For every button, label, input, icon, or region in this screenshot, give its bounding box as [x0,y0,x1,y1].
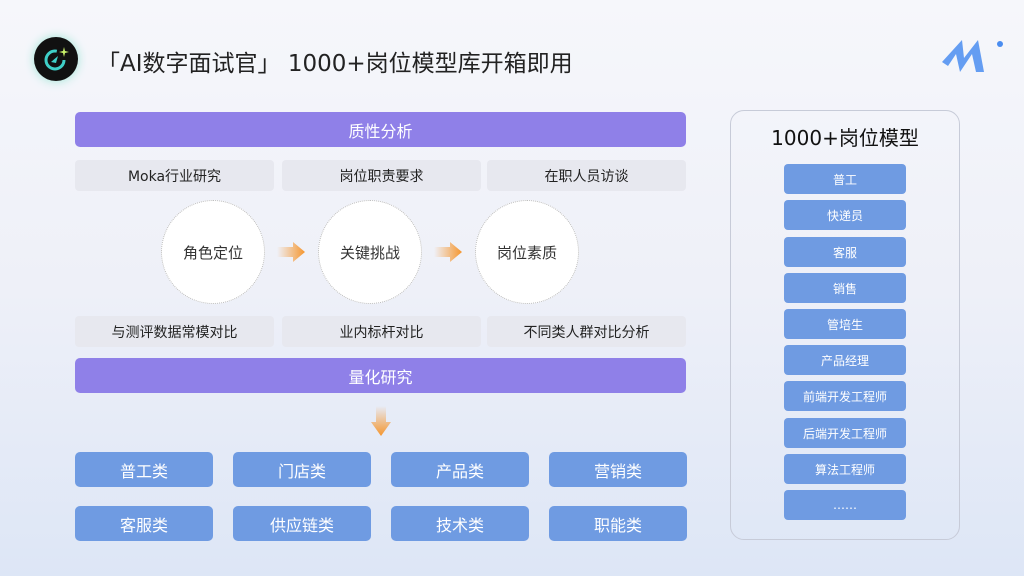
qualitative-analysis-bar: 质性分析 [75,112,686,147]
job-model-item: …… [784,490,906,520]
source-box: 岗位职责要求 [282,160,481,191]
job-model-item: 后端开发工程师 [784,418,906,448]
flow-step: 关键挑战 [318,200,422,304]
comparison-box: 业内标杆对比 [282,316,481,347]
category-button: 供应链类 [233,506,371,541]
category-button: 营销类 [549,452,687,487]
flow-step: 角色定位 [161,200,265,304]
job-model-item: 产品经理 [784,345,906,375]
moka-brand-logo-icon [938,32,1008,82]
panel-title: 1000+岗位模型 [771,126,919,150]
page-title: 「AI数字面试官」 1000+岗位模型库开箱即用 [97,51,573,77]
ai-interviewer-logo-icon [34,37,78,81]
job-model-item: 客服 [784,237,906,267]
source-box: 在职人员访谈 [487,160,686,191]
job-model-item: 普工 [784,164,906,194]
job-model-item: 前端开发工程师 [784,381,906,411]
arrow-down-icon [371,406,391,436]
category-button: 职能类 [549,506,687,541]
arrow-right-icon [277,242,305,262]
job-model-item: 算法工程师 [784,454,906,484]
category-button: 产品类 [391,452,529,487]
source-box: Moka行业研究 [75,160,274,191]
job-model-panel [730,110,960,540]
job-model-item: 管培生 [784,309,906,339]
comparison-box: 不同类人群对比分析 [487,316,686,347]
flow-step: 岗位素质 [475,200,579,304]
job-model-item: 销售 [784,273,906,303]
job-model-item: 快递员 [784,200,906,230]
category-button: 客服类 [75,506,213,541]
comparison-box: 与测评数据常模对比 [75,316,274,347]
quantitative-research-bar: 量化研究 [75,358,686,393]
arrow-right-icon [434,242,462,262]
category-button: 普工类 [75,452,213,487]
category-button: 门店类 [233,452,371,487]
category-button: 技术类 [391,506,529,541]
